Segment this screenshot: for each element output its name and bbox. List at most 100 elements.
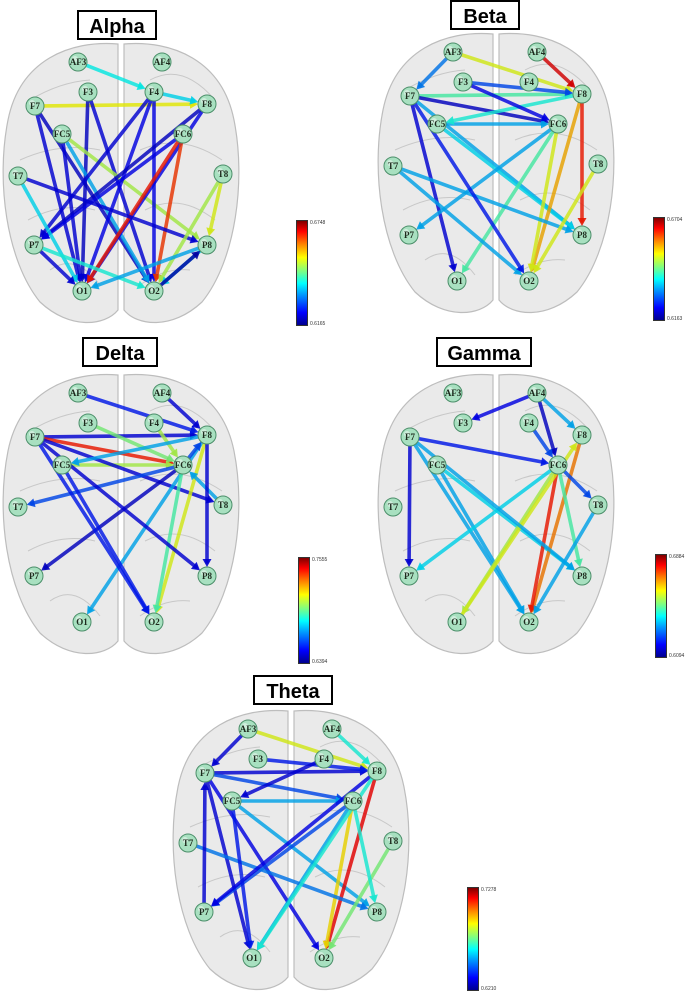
connection-arrow [200, 781, 210, 906]
electrode-label: AF3 [240, 724, 257, 734]
electrode-label: AF4 [529, 388, 546, 398]
connection-arrow [461, 128, 556, 274]
electrode-label: O1 [246, 953, 258, 963]
electrode-node: F4 [519, 72, 539, 92]
electrode-node: F8 [572, 84, 592, 104]
electrode-label: F4 [524, 77, 534, 87]
connection-arrow [416, 55, 450, 90]
electrode-label: FC5 [429, 119, 446, 129]
connection-arrow [152, 471, 184, 614]
connection-arrow [577, 100, 587, 226]
electrode-label: T7 [13, 502, 24, 512]
electrode-label: O1 [76, 286, 88, 296]
colorbar-max-label: 0.6704 [667, 217, 683, 223]
electrode-label: F3 [458, 77, 468, 87]
colorbar-min-label: 0.6094 [669, 653, 685, 659]
electrode-label: F3 [253, 754, 263, 764]
electrode-node: O2 [144, 281, 164, 301]
electrode-label: T7 [388, 502, 399, 512]
electrode-label: F4 [149, 418, 159, 428]
electrode-node: O2 [519, 612, 539, 632]
connection-arrow [398, 166, 574, 234]
electrode-label: F4 [319, 754, 329, 764]
electrode-label: O2 [318, 953, 330, 963]
electrode-node: F4 [314, 749, 334, 769]
electrode-node: AF4 [152, 383, 172, 403]
electrode-node: F3 [453, 413, 473, 433]
electrode-node: AF4 [322, 719, 342, 739]
electrode-label: T8 [593, 159, 604, 169]
connection-arrow [328, 846, 391, 951]
electrode-node: AF4 [152, 52, 172, 72]
connection-arrow [541, 55, 576, 88]
electrode-node: F8 [572, 425, 592, 445]
electrode-node: AF3 [443, 383, 463, 403]
electrode-node: AF4 [527, 383, 547, 403]
electrode-node: P7 [399, 225, 419, 245]
electrode-node: F7 [25, 96, 45, 116]
electrode-label: F3 [458, 418, 468, 428]
connection-arrow [416, 467, 554, 571]
electrode-node: FC6 [548, 114, 568, 134]
electrode-label: AF3 [445, 47, 462, 57]
electrode-label: F7 [405, 432, 415, 442]
electrode-node: P7 [399, 566, 419, 586]
connection-arrow [83, 63, 146, 90]
colorbar-min-label: 0.6165 [310, 321, 326, 327]
connection-arrow [70, 434, 201, 466]
electrode-label: T7 [183, 838, 194, 848]
connection-arrow [26, 465, 178, 508]
electrode-node: F3 [248, 749, 268, 769]
electrode-node: O2 [519, 271, 539, 291]
electrode-node: FC6 [343, 791, 363, 811]
electrode-label: FC6 [550, 119, 567, 129]
connection-arrow [202, 441, 212, 567]
electrode-label: O2 [523, 617, 535, 627]
connection-arrow [83, 393, 199, 435]
electrode-label: P7 [404, 230, 414, 240]
electrode-label: F3 [83, 418, 93, 428]
colorbar-max-label: 0.6884 [669, 554, 685, 560]
electrode-node: P7 [194, 902, 214, 922]
colorbar [467, 887, 479, 991]
connection-arrow [561, 468, 592, 499]
electrode-node: O1 [447, 271, 467, 291]
electrode-label: F3 [83, 87, 93, 97]
connection-arrow [443, 119, 549, 129]
electrode-node: P8 [367, 902, 387, 922]
connection-arrow [90, 245, 202, 290]
electrode-label: FC6 [175, 460, 192, 470]
connection-arrow [41, 467, 179, 571]
electrode-node: P8 [197, 566, 217, 586]
colorbar-max-label: 0.7555 [312, 557, 328, 563]
electrode-node: P8 [197, 235, 217, 255]
electrode-node: T8 [213, 164, 233, 184]
electrode-label: P7 [29, 571, 39, 581]
colorbar-min-label: 0.6210 [481, 986, 497, 992]
electrode-label: FC5 [429, 460, 446, 470]
connection-arrow [160, 91, 199, 105]
electrode-node: P8 [572, 225, 592, 245]
electrode-node: F8 [197, 425, 217, 445]
electrode-label: AF4 [154, 388, 171, 398]
connection-arrow [352, 807, 378, 904]
connection-arrow [231, 807, 255, 950]
electrode-label: T7 [13, 171, 24, 181]
electrode-node: FC5 [52, 124, 72, 144]
colorbar-max-label: 0.6748 [310, 220, 326, 226]
electrode-label: AF3 [70, 388, 87, 398]
electrode-node: T7 [8, 497, 28, 517]
connection-arrow [186, 442, 202, 461]
electrode-label: F8 [577, 430, 587, 440]
electrode-label: FC5 [54, 460, 71, 470]
electrode-node: F7 [400, 86, 420, 106]
electrode-node: F8 [367, 761, 387, 781]
connection-arrow [93, 424, 175, 463]
connection-arrow [531, 427, 553, 458]
colorbar-min-label: 0.6163 [667, 316, 683, 322]
electrode-label: T8 [593, 500, 604, 510]
electrode-label: O2 [523, 276, 535, 286]
